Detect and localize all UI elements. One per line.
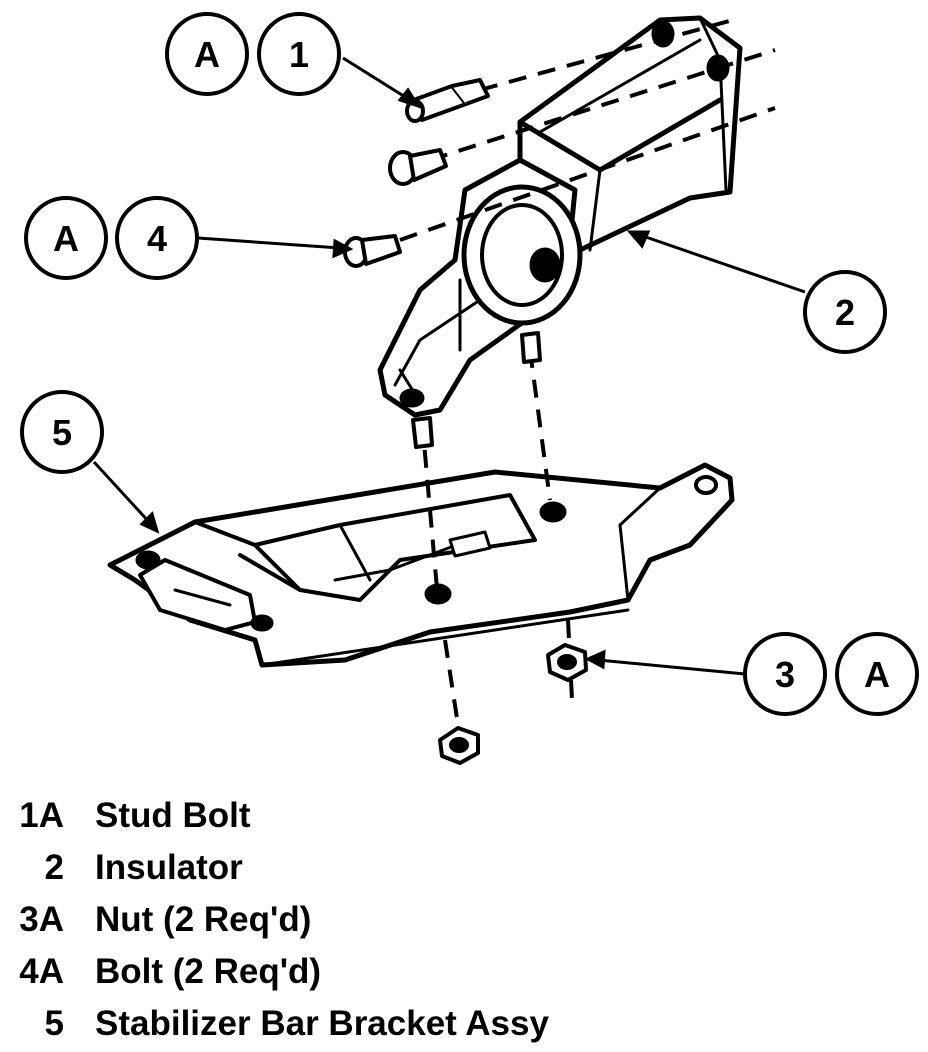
stud-bolt-icon: [405, 78, 490, 123]
callout-4a: A 4: [24, 196, 199, 280]
callout-1a: A 1: [165, 12, 341, 96]
callout-2-number: 2: [835, 292, 855, 333]
callout-3a-number: 3: [775, 654, 795, 695]
callout-4a-letter: A: [53, 218, 79, 259]
exploded-parts-diagram: A 1 A 4 2 5 3 A: [20, 12, 919, 765]
leader-lines: [92, 56, 806, 676]
insulator-drawing: [377, 15, 743, 418]
legend-desc: Nut (2 Req'd): [95, 900, 312, 939]
nut-icon: [546, 643, 588, 682]
fasteners: [343, 78, 588, 765]
callout-1a-letter: A: [194, 34, 220, 75]
legend-desc: Insulator: [95, 848, 243, 887]
callout-3a-letter: A: [864, 654, 890, 695]
callout-1a-number: 1: [289, 34, 309, 75]
legend-item: 2 Insulator: [0, 842, 928, 894]
callout-4a-number: 4: [147, 218, 167, 259]
legend-code: 5: [44, 1004, 64, 1043]
callout-3a: 3 A: [743, 632, 919, 716]
legend-desc: Bolt (2 Req'd): [95, 952, 322, 991]
parts-legend: 1A Stud Bolt 2 Insulator 3A Nut (2 Req'd…: [0, 790, 928, 1050]
nut-lower-icon: [438, 726, 480, 765]
legend-code: 3A: [19, 900, 64, 939]
legend-code: 1A: [19, 796, 64, 835]
stabilizer-bracket-drawing: [107, 462, 735, 668]
legend-code: 2: [44, 848, 64, 887]
legend-desc: Stud Bolt: [95, 796, 251, 835]
legend-item: 4A Bolt (2 Req'd): [0, 946, 928, 998]
alignment-lines: [399, 16, 776, 726]
bolt-icon: [388, 148, 448, 186]
legend-desc: Stabilizer Bar Bracket Assy: [95, 1004, 549, 1043]
legend-code: 4A: [19, 952, 64, 991]
legend-item: 1A Stud Bolt: [0, 790, 928, 842]
legend-item: 3A Nut (2 Req'd): [0, 894, 928, 946]
callout-2: 2: [803, 270, 887, 354]
callout-5: 5: [20, 390, 104, 474]
legend-item: 5 Stabilizer Bar Bracket Assy: [0, 998, 928, 1050]
callout-5-number: 5: [52, 412, 72, 453]
bolt-4a-icon: [343, 234, 402, 268]
